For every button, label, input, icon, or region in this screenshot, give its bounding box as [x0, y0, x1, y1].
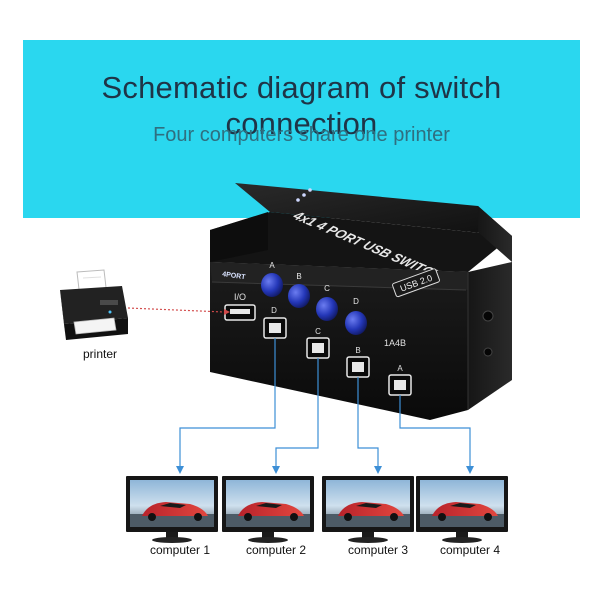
switch-button-a[interactable]: A	[261, 261, 283, 297]
io-label: I/O	[234, 292, 246, 302]
port-label-d: D	[271, 306, 277, 315]
switch-button-a-label: A	[269, 261, 275, 270]
switch-button-d[interactable]: D	[345, 297, 367, 335]
usb-switch: 4x1 4 PORT USB SWITCH USB 2.0	[210, 183, 512, 420]
cable-computer-2	[275, 358, 319, 468]
computer-1-label: computer 1	[149, 543, 211, 557]
cable-computer-4	[399, 395, 471, 468]
switch-button-d-label: D	[353, 297, 359, 306]
switch-buttons: A B C D	[261, 261, 367, 335]
port-label-c: C	[315, 327, 321, 336]
switch-side-face	[468, 262, 512, 410]
cable-arrowheads	[176, 466, 474, 474]
banner-title: Schematic diagram of switch connection	[101, 70, 502, 141]
banner-subtitle: Four computers share one printer	[153, 124, 450, 146]
usb-b-port-a	[388, 374, 412, 396]
top-dots	[296, 188, 312, 202]
printer-cable	[127, 307, 225, 313]
printer-usb-a-port	[224, 304, 256, 321]
computer-4-icon	[416, 476, 508, 543]
switch-upper-front	[210, 212, 512, 272]
computer-3-label: computer 3	[347, 543, 409, 557]
computer-cables	[179, 338, 471, 468]
computer-2-icon	[222, 476, 314, 543]
switch-button-c-label: C	[324, 284, 330, 293]
cable-computer-1	[179, 338, 276, 468]
computer-2-label: computer 2	[245, 543, 307, 557]
port-label-a: A	[397, 364, 403, 373]
switch-button-b[interactable]: B	[288, 272, 310, 308]
power-jack-icon	[482, 310, 494, 322]
usb-b-port-b	[346, 356, 370, 378]
power-jack-icon-2	[483, 347, 493, 357]
usb-b-port-c	[306, 337, 330, 359]
rating-label: 1A4B	[384, 338, 406, 348]
switch-brand: 4PORT	[222, 271, 247, 281]
computer-4-label: computer 4	[439, 543, 501, 557]
switch-button-c[interactable]: C	[316, 284, 338, 321]
computer-1-icon	[126, 476, 218, 543]
usb-b-port-d	[263, 317, 287, 339]
cable-computer-3	[357, 377, 379, 468]
switch-upper-side	[478, 206, 512, 262]
computer-3-icon	[322, 476, 414, 543]
printer-label: printer	[82, 347, 117, 361]
title-banner: Schematic diagram of switch connection F…	[23, 40, 580, 218]
printer-icon	[60, 269, 128, 340]
switch-button-b-label: B	[296, 272, 301, 281]
port-label-b: B	[355, 346, 360, 355]
